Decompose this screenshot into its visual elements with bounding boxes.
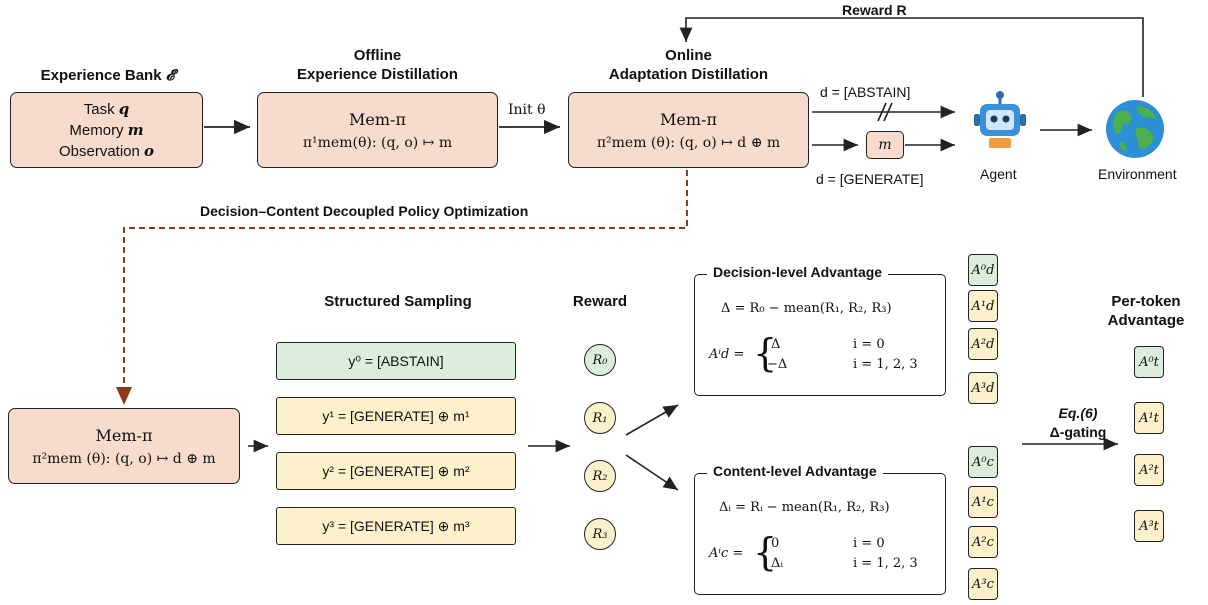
bottom-mem-box: Mem-π π²mem (θ): (q, o) ↦ d ⊕ m: [8, 408, 240, 484]
earth-environment-icon: [1104, 98, 1166, 160]
structured-sampling-header: Structured Sampling: [324, 293, 472, 310]
content-advantage-panel: Content-level Advantage Δᵢ = Rᵢ − mean(R…: [694, 463, 946, 595]
reward-r2: R₂: [584, 460, 616, 492]
content-token-3: A³c: [968, 568, 998, 600]
decision-brace: {: [753, 331, 778, 375]
reward-r3: R₃: [584, 518, 616, 550]
offline-mem-title: Mem-π: [349, 109, 406, 129]
per-token-3: A³t: [1134, 510, 1164, 542]
decision-token-3: A³d: [968, 372, 998, 404]
arrow-reward-loop: [679, 17, 1144, 97]
content-advantage-title: Content-level Advantage: [707, 463, 883, 479]
environment-label: Environment: [1098, 166, 1177, 182]
gating-label: Eq.(6) Δ-gating: [1049, 405, 1107, 440]
content-case2-condition: i = 1, 2, 3: [853, 556, 918, 571]
decision-delta-equation: Δ = R₀ − mean(R₁, R₂, R₃): [721, 301, 892, 316]
content-case2-value: Δᵢ: [771, 556, 784, 571]
decision-case1-condition: i = 0: [853, 337, 885, 352]
sample-generate-1: y¹ = [GENERATE] ⊕ m¹: [276, 397, 516, 435]
per-token-2: A²t: [1134, 454, 1164, 486]
arrow-abstain-break-1: [877, 102, 887, 122]
per-token-0: A⁰t: [1134, 346, 1164, 378]
experience-bank-header: Experience Bank 𝓔: [40, 66, 175, 84]
content-token-2: A²c: [968, 526, 998, 558]
decision-case2-condition: i = 1, 2, 3: [853, 357, 918, 372]
content-brace: {: [753, 530, 778, 574]
online-mem-formula: π²mem (θ): (q, o) ↦ d ⊕ m: [596, 134, 781, 151]
arrow-abstain-break-2: [883, 102, 893, 122]
sample-abstain: y⁰ = [ABSTAIN]: [276, 342, 516, 380]
online-mem-title: Mem-π: [660, 109, 717, 129]
agent-label: Agent: [980, 166, 1017, 182]
dcpo-label: Decision–Content Decoupled Policy Optimi…: [200, 203, 529, 219]
observation-line: Observation o: [58, 141, 155, 160]
offline-mem-formula: π¹mem(θ): (q, o) ↦ m: [302, 134, 453, 151]
sample-generate-3: y³ = [GENERATE] ⊕ m³: [276, 507, 516, 545]
per-token-advantage-header: Per-token Advantage: [1107, 293, 1185, 329]
experience-bank-box: Task q Memory m Observation o: [10, 92, 203, 168]
content-token-0: A⁰c: [968, 446, 998, 478]
decision-token-2: A²d: [968, 328, 998, 360]
generate-decision-label: d = [GENERATE]: [816, 171, 924, 187]
content-case1-value: 0: [771, 536, 780, 551]
init-theta-label: Init θ: [508, 102, 546, 118]
bottom-mem-formula: π²mem (θ): (q, o) ↦ d ⊕ m: [32, 450, 216, 467]
content-token-1: A¹c: [968, 486, 998, 518]
per-token-1: A¹t: [1134, 402, 1164, 434]
content-advantage-lhs: Aⁱc =: [709, 546, 744, 561]
arrow-reward-to-decision: [625, 404, 679, 436]
reward-header: Reward: [572, 293, 628, 310]
content-delta-equation: Δᵢ = Rᵢ − mean(R₁, R₂, R₃): [719, 500, 890, 515]
decision-case1-value: Δ: [771, 337, 781, 352]
decision-advantage-title: Decision-level Advantage: [707, 264, 889, 280]
memory-token-box: m: [866, 131, 904, 159]
offline-mem-box: Mem-π π¹mem(θ): (q, o) ↦ m: [257, 92, 498, 168]
arrow-reward-to-content: [625, 454, 679, 491]
offline-header: Offline Experience Distillation: [297, 47, 458, 83]
task-line: Task q: [83, 99, 130, 118]
abstain-decision-label: d = [ABSTAIN]: [820, 84, 911, 100]
reward-loop-label: Reward R: [842, 2, 907, 18]
decision-token-0: A⁰d: [968, 254, 998, 286]
reward-r1: R₁: [584, 402, 616, 434]
bottom-mem-title: Mem-π: [95, 425, 153, 445]
robot-agent-icon: [970, 90, 1030, 152]
content-case1-condition: i = 0: [853, 536, 885, 551]
decision-advantage-lhs: Aⁱd =: [709, 347, 745, 362]
decision-token-1: A¹d: [968, 290, 998, 322]
reward-r0: R₀: [584, 344, 616, 376]
decision-advantage-panel: Decision-level Advantage Δ = R₀ − mean(R…: [694, 264, 946, 396]
memory-line: Memory m: [69, 120, 144, 139]
sample-generate-2: y² = [GENERATE] ⊕ m²: [276, 452, 516, 490]
online-mem-box: Mem-π π²mem (θ): (q, o) ↦ d ⊕ m: [568, 92, 809, 168]
online-header: Online Adaptation Distillation: [608, 47, 769, 83]
decision-case2-value: −Δ: [767, 357, 788, 372]
